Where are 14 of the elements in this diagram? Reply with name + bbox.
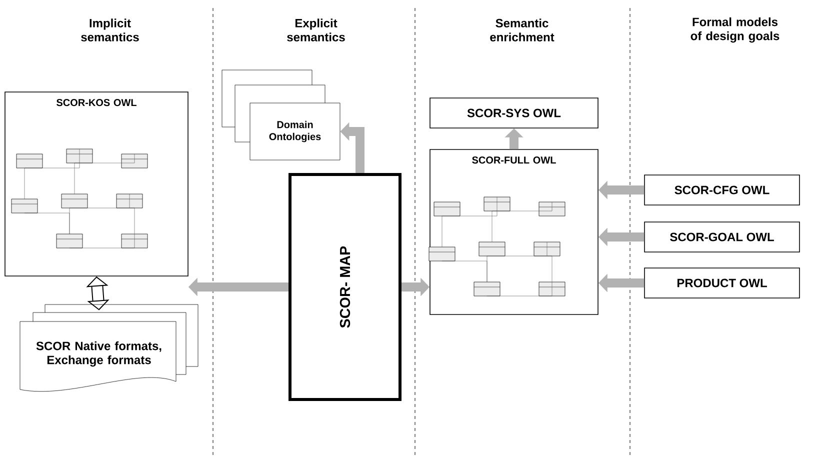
ontology-box: SCOR-CFG OWL: [644, 174, 800, 206]
column-heading: Formal models of design goals: [690, 17, 780, 43]
document-stack: SCOR Native formats, Exchange formats: [20, 304, 198, 392]
ontology-panel: SCOR-KOS OWL: [4, 92, 188, 276]
column-heading: Semantic enrichment: [490, 18, 554, 42]
node-label: Ontologies: [269, 132, 321, 142]
column-heading: Implicit semantics: [81, 18, 139, 42]
document-stack: Domain Ontologies: [222, 70, 340, 160]
ontology-box: SCOR-GOAL OWL: [644, 222, 800, 252]
ontology-box: SCOR-SYS OWL: [430, 98, 598, 128]
mapping-box: SCOR- MAP: [288, 173, 402, 401]
column-heading: Explicit semantics: [287, 18, 345, 42]
ontology-panel: SCOR-FULL OWL: [428, 149, 598, 315]
ontology-box: PRODUCT OWL: [644, 268, 800, 298]
